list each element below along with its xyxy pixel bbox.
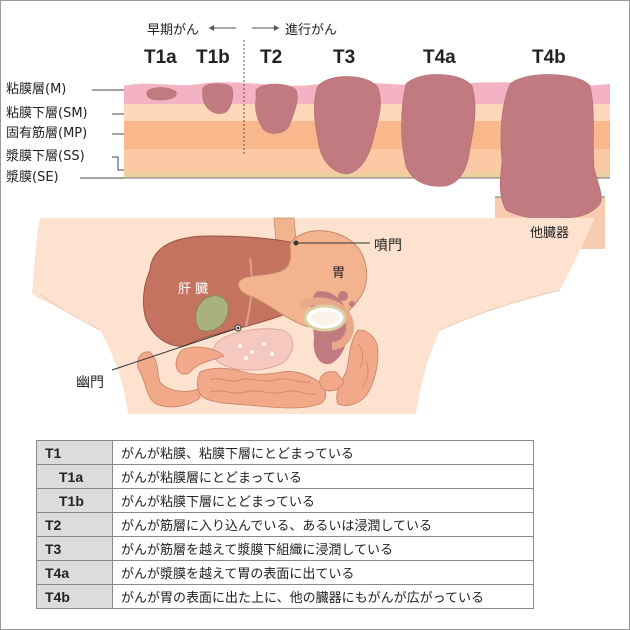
pylorus-leader xyxy=(111,327,239,371)
pylorus-label: 幽門 xyxy=(76,375,104,391)
stage-label-t2: T2 xyxy=(260,47,283,68)
other-organ-label: 他臓器 xyxy=(530,226,570,241)
illustration xyxy=(32,25,610,414)
layer-label-submucosa: 粘膜下層(SM) xyxy=(6,106,88,121)
duodenum xyxy=(297,297,354,350)
t-stage-table: T1 がんが粘膜、粘膜下層にとどまっている T1a がんが粘膜層にとどまっている… xyxy=(36,440,534,609)
stage-label-t3: T3 xyxy=(333,47,356,68)
table-row: T3 がんが筋層を越えて漿膜下組織に浸潤している xyxy=(36,536,534,561)
table-row: T1 がんが粘膜、粘膜下層にとどまっている xyxy=(36,440,534,465)
stage-description: がんが筋層を越えて漿膜下組織に浸潤している xyxy=(112,536,534,561)
serosa-layer xyxy=(124,173,610,178)
table-row: T4b がんが胃の表面に出た上に、他の臓器にもがんが広がっている xyxy=(36,584,534,609)
pancreas xyxy=(212,328,294,371)
advanced-cancer-label: 進行がん xyxy=(285,23,338,38)
stage-description: がんが胃の表面に出た上に、他の臓器にもがんが広がっている xyxy=(112,584,534,609)
stage-code: T4b xyxy=(36,584,113,609)
stage-description: がんが筋層に入り込んでいる、あるいは浸潤している xyxy=(112,512,534,537)
layer-label-subserosa: 漿膜下層(SS) xyxy=(6,149,85,164)
stage-description: がんが粘膜層にとどまっている xyxy=(112,464,534,489)
layer-label-mucosa: 粘膜層(M) xyxy=(6,82,67,97)
tumor-t3 xyxy=(313,76,381,175)
table-row: T2 がんが筋層に入り込んでいる、あるいは浸潤している xyxy=(36,512,534,537)
stage-code: T4a xyxy=(36,560,113,585)
tumor-t2 xyxy=(255,83,298,134)
stage-description: がんが粘膜、粘膜下層にとどまっている xyxy=(112,440,534,465)
table-row: T1b がんが粘膜下層にとどまっている xyxy=(36,488,534,513)
tumor-t4a xyxy=(401,74,476,187)
early-cancer-label: 早期がん xyxy=(147,23,200,38)
stage-code: T1a xyxy=(36,464,113,489)
liver-label: 肝 臓 xyxy=(178,282,209,297)
tumor-t1a xyxy=(146,87,177,101)
stage-code: T1 xyxy=(36,440,113,465)
tumors xyxy=(146,74,602,220)
intestines xyxy=(137,329,379,409)
table-row: T1a がんが粘膜層にとどまっている xyxy=(36,464,534,489)
stage-label-t4b: T4b xyxy=(532,47,566,68)
layer-label-muscularis: 固有筋層(MP) xyxy=(6,126,88,141)
stomach-label: 胃 xyxy=(332,266,346,281)
stage-label-t1a: T1a xyxy=(144,47,177,68)
stage-code: T2 xyxy=(36,512,113,537)
gallbladder xyxy=(195,295,229,332)
stage-code: T1b xyxy=(36,488,113,513)
table-row: T4a がんが漿膜を越えて胃の表面に出ている xyxy=(36,560,534,585)
tumor-t1b xyxy=(202,83,234,114)
stage-label-t4a: T4a xyxy=(423,47,456,68)
stage-code: T3 xyxy=(36,536,113,561)
stage-label-t1b: T1b xyxy=(196,47,230,68)
tumor-t4b xyxy=(499,74,602,220)
stage-description: がんが漿膜を越えて胃の表面に出ている xyxy=(112,560,534,585)
layer-label-serosa: 漿膜(SE) xyxy=(6,170,59,185)
layer-leaders xyxy=(80,89,124,179)
cardia-label: 噴門 xyxy=(374,238,402,254)
stage-description: がんが粘膜下層にとどまっている xyxy=(112,488,534,513)
